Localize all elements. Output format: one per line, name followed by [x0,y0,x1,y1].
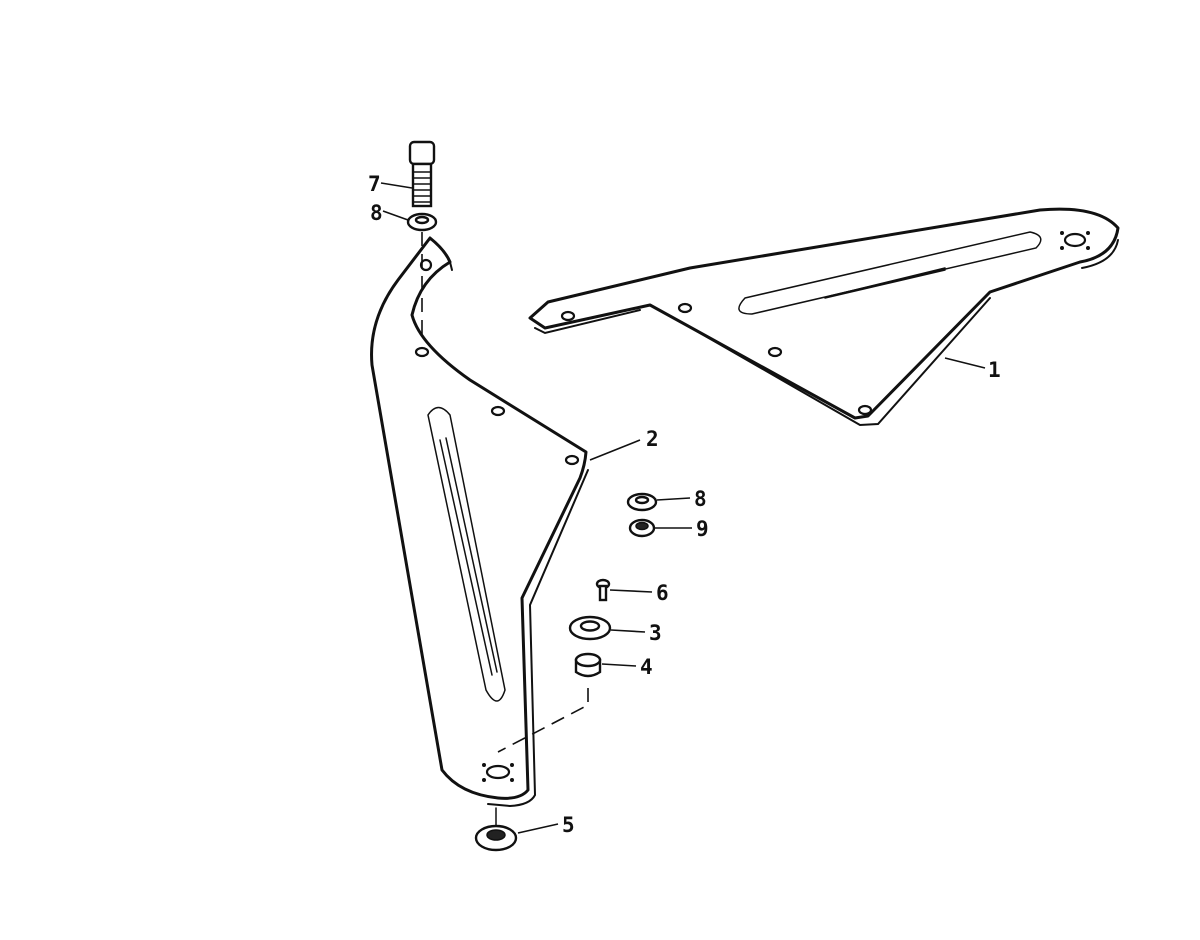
bolt-hole [414,346,430,358]
assembly-line [497,688,589,753]
callout-1: 1 [988,358,1001,382]
callout-8-top: 8 [370,201,383,225]
nut-part-5 [474,824,518,852]
washer-part-8-top [406,212,438,232]
bolt-hole [490,405,506,417]
callout-9: 9 [696,517,709,541]
callout-6: 6 [656,581,669,605]
bolt-hole [677,302,693,314]
bracket-part-2 [370,236,589,808]
bolt-hole [564,454,580,466]
bolt-part-7 [408,140,436,208]
callout-8-right: 8 [694,487,707,511]
callout-4: 4 [640,655,653,679]
bolt-hole [767,346,783,358]
screw-part-6 [595,578,611,602]
callout-2: 2 [646,427,659,451]
callout-7: 7 [368,172,381,196]
nut-part-9 [628,518,656,538]
bolt-hole [857,404,873,416]
bushing-part-4 [574,652,602,678]
washer-part-8-right [626,492,658,512]
pivot-hole [485,764,511,780]
callout-3: 3 [649,621,662,645]
callout-5: 5 [562,813,575,837]
bolt-hole [419,258,433,272]
pivot-hole [1063,232,1087,248]
washer-part-3 [568,615,612,641]
bracket-part-1 [528,207,1120,427]
bolt-hole [560,310,576,322]
